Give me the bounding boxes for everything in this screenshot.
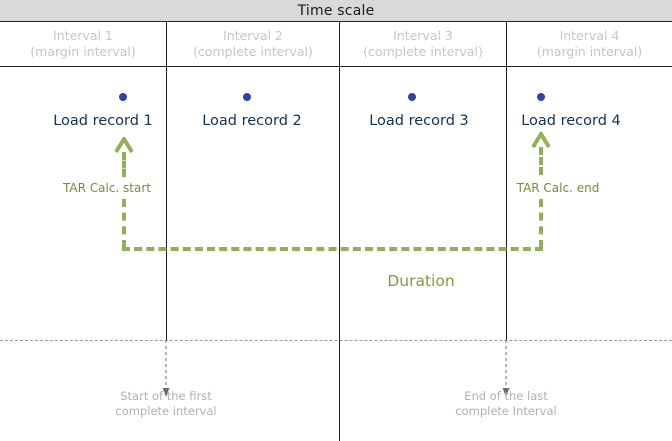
interval-header-4: Interval 4 (margin interval) — [507, 21, 672, 66]
tar-calc-start-arrow-icon — [114, 135, 134, 154]
interval-name-3: Interval 3 — [393, 27, 453, 43]
tar-calc-end-arrow-icon — [531, 130, 551, 149]
interval-kind-3: (complete interval) — [363, 43, 483, 59]
tar-calc-end-stem-lower — [539, 199, 543, 248]
end-callout-line-1: End of the last — [464, 389, 548, 403]
load-record-label-1: Load record 1 — [53, 113, 153, 129]
header-top-rule — [0, 21, 672, 22]
end-callout-line-2: complete Interval — [455, 404, 557, 418]
interval-name-2: Interval 2 — [223, 27, 283, 43]
start-callout-text: Start of the first complete interval — [115, 389, 216, 419]
page-title: Time scale — [297, 2, 375, 19]
start-callout-line-2: complete interval — [115, 404, 217, 418]
tar-calc-start-stem-upper — [122, 152, 126, 177]
interval-kind-4: (margin interval) — [536, 43, 643, 59]
interval-header-1: Interval 1 (margin interval) — [0, 21, 166, 66]
duration-connector-line — [122, 247, 543, 251]
load-record-label-3: Load record 3 — [369, 113, 469, 129]
interval-name-1: Interval 1 — [53, 27, 113, 43]
start-callout-arrow-icon — [161, 340, 171, 398]
tar-calc-start-label: TAR Calc. start — [62, 181, 152, 195]
tar-calc-start-stem-lower — [122, 199, 126, 248]
interval-divider-2 — [339, 21, 340, 441]
interval-kind-2: (complete interval) — [193, 43, 313, 59]
load-record-dot-4 — [537, 93, 545, 101]
interval-divider-1 — [166, 21, 167, 340]
load-record-label-4: Load record 4 — [521, 113, 621, 129]
load-record-dot-1 — [119, 93, 127, 101]
start-callout-line-1: Start of the first — [120, 389, 212, 403]
end-callout-text: End of the last complete Interval — [455, 389, 556, 419]
duration-label: Duration — [387, 272, 455, 290]
interval-header-2: Interval 2 (complete interval) — [167, 21, 339, 66]
interval-divider-3 — [506, 21, 507, 340]
interval-name-4: Interval 4 — [559, 27, 620, 43]
tar-calc-end-label: TAR Calc. end — [516, 181, 600, 195]
load-record-dot-3 — [408, 93, 416, 101]
interval-header-3: Interval 3 (complete interval) — [340, 21, 506, 66]
load-record-dot-2 — [243, 93, 251, 101]
tar-calc-end-stem-upper — [539, 147, 543, 175]
header-bottom-rule — [0, 66, 672, 67]
interval-kind-1: (margin interval) — [30, 43, 136, 59]
end-callout-arrow-icon — [501, 340, 511, 398]
complete-interval-boundary-line — [0, 340, 672, 341]
time-scale-title-band: Time scale — [0, 0, 672, 21]
load-record-label-2: Load record 2 — [202, 113, 302, 129]
